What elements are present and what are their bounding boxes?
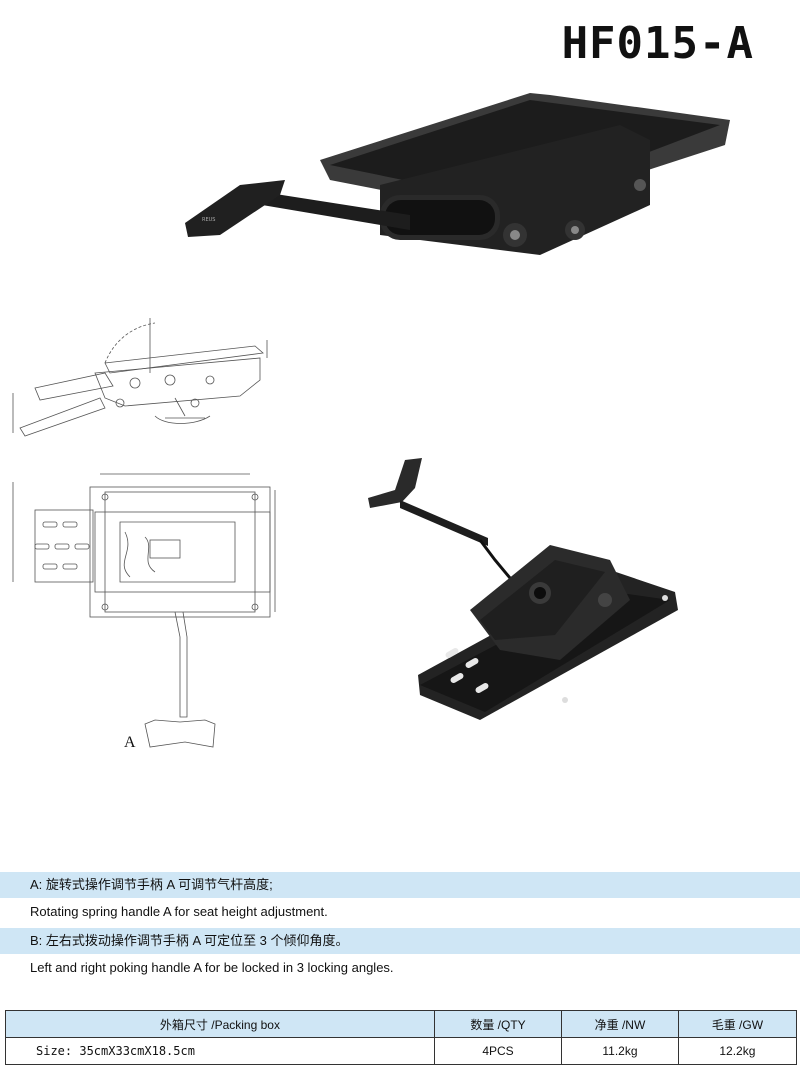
spec-data-row: Size: 35cmX33cmX18.5cm 4PCS 11.2kg 12.2k… <box>5 1037 798 1065</box>
product-title: HF015-A <box>561 18 754 69</box>
header-qty: 数量 /QTY <box>433 1010 563 1038</box>
header-nw: 净重 /NW <box>561 1010 679 1038</box>
mechanism-photo-side: REUS <box>185 93 730 255</box>
header-packing-box: 外箱尺寸 /Packing box <box>5 1010 435 1038</box>
technical-drawing-side-view <box>12 318 268 437</box>
spec-table: 外箱尺寸 /Packing box 数量 /QTY 净重 /NW 毛重 /GW … <box>5 1010 798 1065</box>
spec-header-row: 外箱尺寸 /Packing box 数量 /QTY 净重 /NW 毛重 /GW <box>5 1010 798 1038</box>
note-b-label: B: 左右式拨动操作调节手柄 A 可定位至 3 个倾仰角度。 <box>0 928 800 954</box>
technical-drawing-top-view <box>12 473 276 748</box>
note-a-label: A: 旋转式操作调节手柄 A 可调节气杆高度; <box>0 872 800 898</box>
cell-qty: 4PCS <box>433 1037 563 1065</box>
cell-size: Size: 35cmX33cmX18.5cm <box>5 1037 435 1065</box>
svg-text:REUS: REUS <box>202 217 215 223</box>
note-b-text: Left and right poking handle A for be lo… <box>30 960 394 975</box>
cell-nw: 11.2kg <box>561 1037 679 1065</box>
cell-gw: 12.2kg <box>677 1037 798 1065</box>
mechanism-photo-perspective <box>368 458 678 720</box>
header-gw: 毛重 /GW <box>677 1010 798 1038</box>
note-a-text: Rotating spring handle A for seat height… <box>30 904 328 919</box>
handle-label: A <box>124 734 136 751</box>
